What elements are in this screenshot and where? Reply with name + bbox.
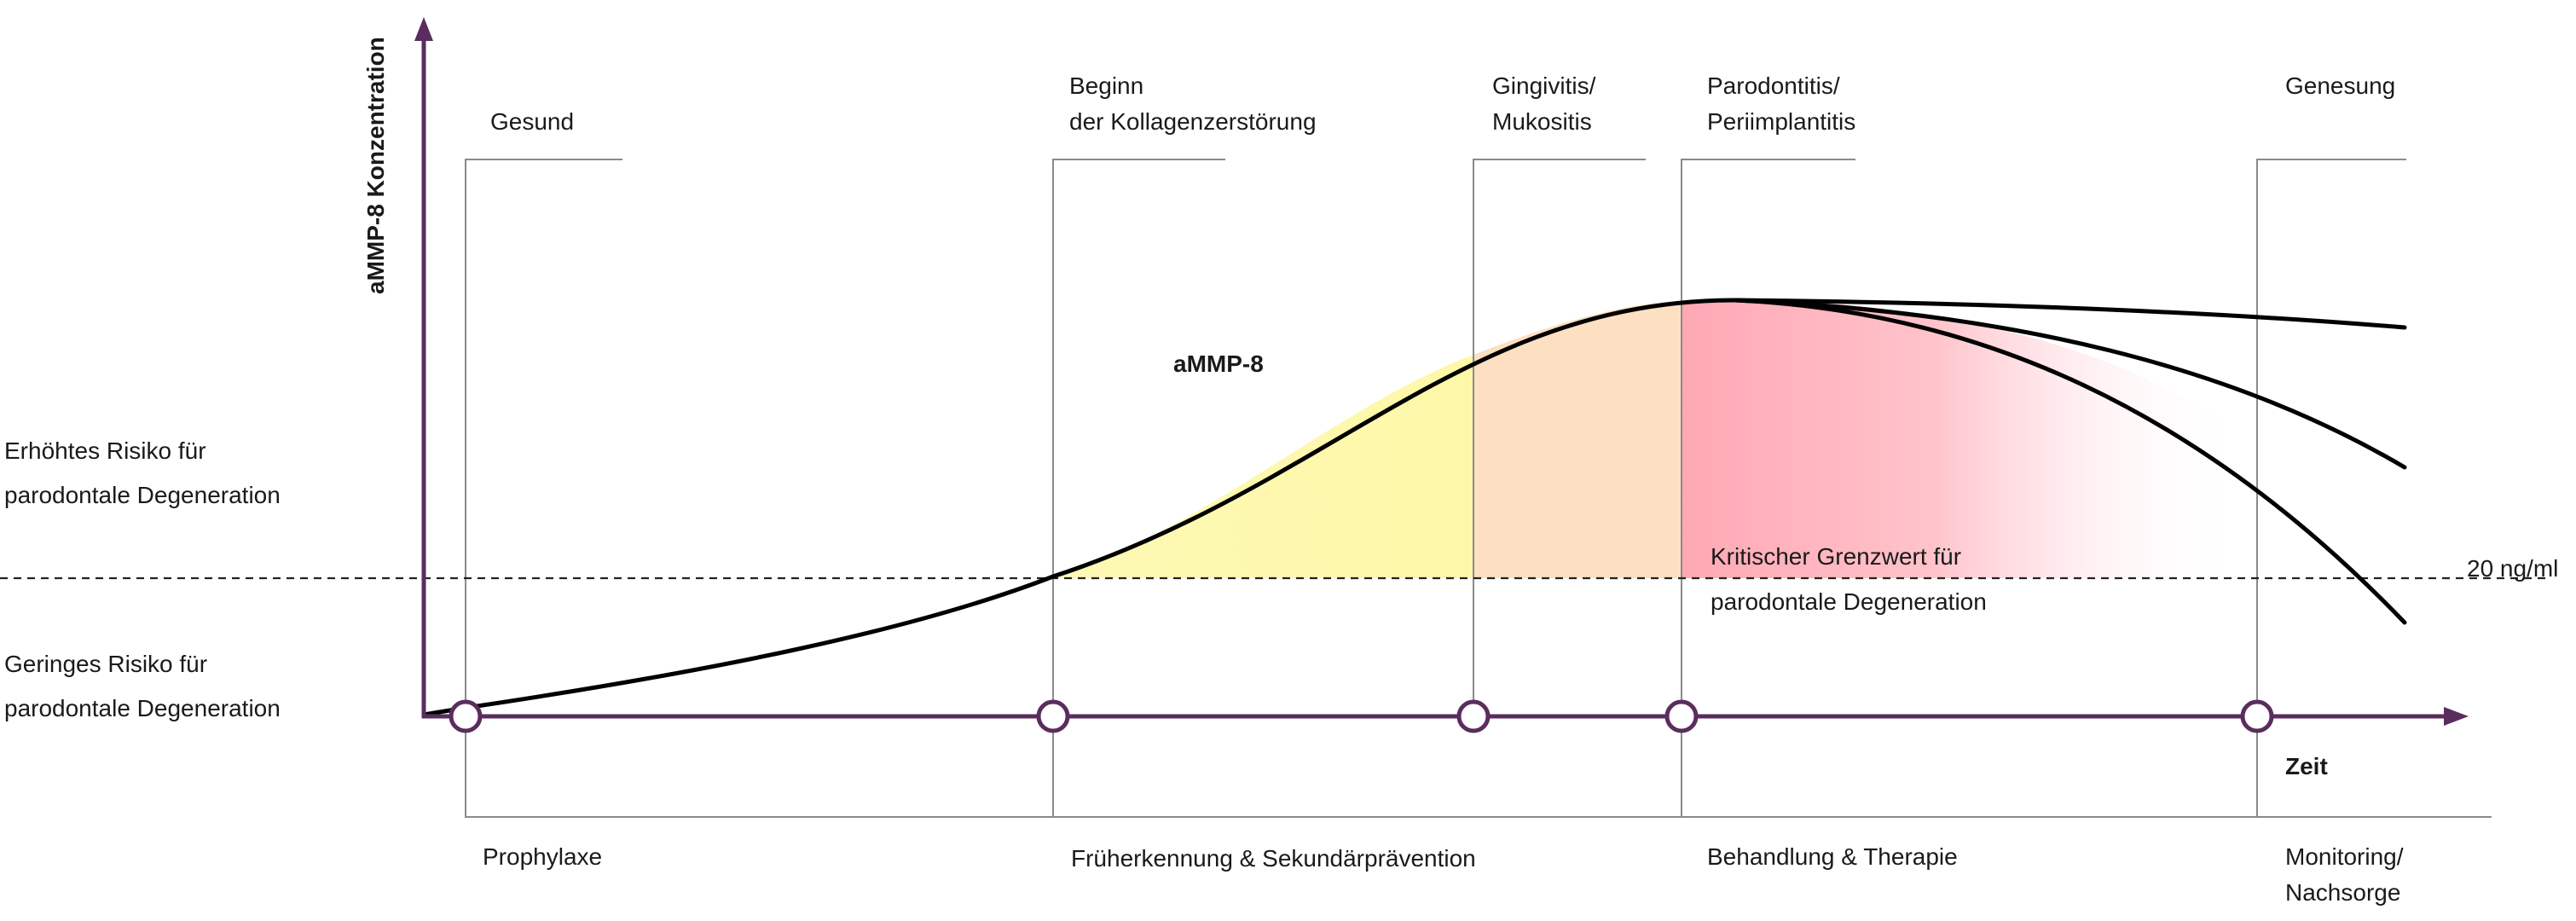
threshold-value: 20 ng/ml [2467, 555, 2558, 582]
marker-collagen [1036, 699, 1070, 733]
fill-early-stage [1051, 355, 1473, 578]
fill-gingivitis-stage [1473, 301, 1682, 578]
risk-high-line1: Erhöhtes Risiko für [4, 437, 206, 464]
stage-gingivitis-line2: Mukositis [1492, 108, 1592, 135]
threshold-label-line1: Kritischer Grenzwert für [1711, 543, 1961, 570]
x-axis-label: Zeit [2285, 753, 2328, 779]
phase-monitoring-line2: Nachsorge [2285, 879, 2400, 906]
stage-gingivitis-line1: Gingivitis/ [1492, 72, 1596, 99]
timeline-markers [449, 699, 2274, 733]
ammp8-curves [421, 298, 2407, 717]
y-axis-arrowhead [414, 17, 433, 41]
risk-low-line2: parodontale Degeneration [4, 695, 281, 721]
guide-collagen [1052, 159, 1225, 715]
phase-guide-treatment [1681, 715, 2257, 818]
curve-label: aMMP-8 [1173, 350, 1264, 377]
threshold-label-line2: parodontale Degeneration [1711, 588, 1987, 615]
guide-healthy [465, 159, 622, 715]
fill-periodontitis-stage [1682, 300, 2268, 578]
marker-healthy [449, 699, 483, 733]
stage-collagen-line2: der Kollagenzerstörung [1069, 108, 1317, 135]
stage-periodontitis-line1: Parodontitis/ [1707, 72, 1840, 99]
ammp8-branch-steep [1733, 298, 2407, 625]
stage-collagen-line1: Beginn [1069, 72, 1143, 99]
risk-high-line2: parodontale Degeneration [4, 482, 281, 508]
ammp8-main-curve [421, 298, 1738, 717]
axes [414, 17, 2469, 726]
marker-periodontitis [1664, 699, 1699, 733]
marker-recovery [2240, 699, 2274, 733]
phase-treatment: Behandlung & Therapie [1707, 843, 1958, 870]
marker-gingivitis [1456, 699, 1491, 733]
ammp8-branch-medium [1733, 298, 2407, 470]
x-axis-arrowhead [2444, 707, 2469, 726]
phase-early: Früherkennung & Sekundärprävention [1071, 845, 1476, 872]
phase-guide-early [1052, 715, 1682, 818]
phase-prophylaxis: Prophylaxe [483, 843, 602, 870]
stage-recovery-line1: Genesung [2285, 72, 2395, 99]
risk-low-line1: Geringes Risiko für [4, 651, 207, 677]
stage-healthy-line1: Gesund [490, 108, 574, 135]
guide-recovery [2256, 159, 2406, 715]
ammp8-branch-flat [1733, 298, 2407, 330]
phase-guide-monitoring [2256, 715, 2492, 818]
stage-periodontitis-line2: Periimplantitis [1707, 108, 1855, 135]
guide-gingivitis [1473, 159, 1646, 715]
phase-guides [465, 715, 2492, 818]
phase-guide-prophylaxis [465, 715, 1053, 818]
stage-guides [465, 159, 2406, 715]
guide-periodontitis [1681, 159, 1855, 715]
risk-area-fills [1051, 300, 2268, 578]
phase-monitoring-line1: Monitoring/ [2285, 843, 2404, 870]
y-axis-label: aMMP-8 Konzentration [362, 37, 389, 294]
